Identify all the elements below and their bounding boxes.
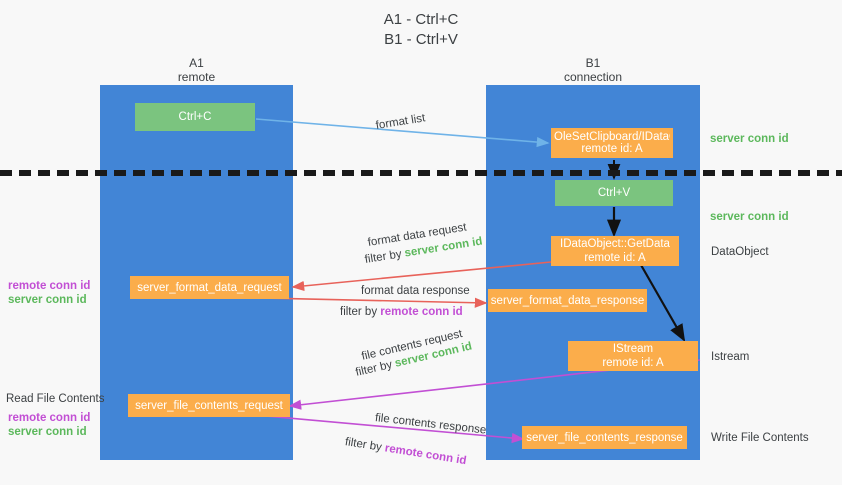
node-server-format-data-response[interactable]: server_format_data_response [488, 289, 647, 312]
node-server-file-contents-request-label: server_file_contents_request [135, 399, 283, 412]
left-label-read-file-contents: Read File Contents [6, 393, 105, 405]
left-label-group-2: remote conn id server conn id [8, 411, 90, 439]
filter-by-label-4: filter by [344, 436, 383, 454]
left-label-group-1: remote conn id server conn id [8, 279, 90, 307]
node-idataobject[interactable]: OleSetClipboard/IDataObject remote id: A [551, 128, 673, 158]
node-server-file-contents-request[interactable]: server_file_contents_request [128, 394, 290, 417]
node-istream-sub: remote id: A [602, 357, 664, 369]
title-line-1: A1 - Ctrl+C [383, 11, 459, 28]
annotation-format-data-response: format data response [361, 285, 470, 297]
right-label-dataobject: DataObject [711, 246, 769, 258]
node-idataobject-sub: remote id: A [581, 143, 643, 155]
node-istream[interactable]: IStream remote id: A [568, 341, 698, 371]
node-getdata-sub: remote id: A [584, 252, 646, 264]
right-label-write-file-contents: Write File Contents [711, 432, 809, 444]
remote-conn-id-2: remote conn id [383, 442, 468, 468]
left-server-conn-id-1: server conn id [8, 294, 87, 306]
lane-a1-name: A1 [189, 56, 204, 70]
node-server-file-contents-response-label: server_file_contents_response [526, 431, 683, 444]
lane-header-b1: B1 connection [486, 56, 700, 84]
page-title: A1 - Ctrl+C B1 - Ctrl+V [0, 10, 842, 50]
right-label-server-conn-id-2: server conn id [710, 211, 789, 223]
node-server-file-contents-response[interactable]: server_file_contents_response [522, 426, 687, 449]
left-remote-conn-id-2: remote conn id [8, 412, 91, 424]
filter-by-label-2: filter by [340, 306, 378, 318]
lane-a1-sub: remote [177, 70, 216, 84]
right-label-server-conn-id-1: server conn id [710, 133, 789, 145]
annotation-format-data-response-filter: filter by remote conn id [340, 305, 463, 320]
node-server-format-data-response-label: server_format_data_response [490, 294, 645, 307]
right-label-istream: Istream [711, 351, 750, 363]
remote-conn-id-1: remote conn id [380, 306, 463, 318]
lane-header-a1: A1 remote [100, 56, 293, 84]
annotation-format-list: format list [374, 112, 427, 132]
node-ctrl-v[interactable]: Ctrl+V [555, 180, 673, 206]
annotation-file-contents-response-filter: filter by remote conn id [344, 435, 468, 469]
node-getdata-label: IDataObject::GetData [560, 238, 670, 250]
left-remote-conn-id-1: remote conn id [8, 280, 91, 292]
lane-b1-name: B1 [585, 56, 601, 70]
lane-b1-sub: connection [563, 70, 623, 84]
node-server-format-data-request-label: server_format_data_request [137, 281, 282, 294]
left-server-conn-id-2: server conn id [8, 426, 87, 438]
filter-by-label-1: filter by [363, 248, 403, 266]
node-istream-label: IStream [612, 343, 654, 355]
node-ctrl-c[interactable]: Ctrl+C [135, 103, 255, 131]
node-server-format-data-request[interactable]: server_format_data_request [130, 276, 289, 299]
node-ctrl-c-label: Ctrl+C [178, 111, 212, 123]
node-ctrl-v-label: Ctrl+V [597, 187, 631, 199]
node-idataobject-label: OleSetClipboard/IDataObject [554, 131, 670, 142]
title-line-2: B1 - Ctrl+V [384, 31, 458, 48]
filter-by-label-3: filter by [354, 358, 394, 379]
divider-dashed-line [0, 170, 842, 176]
annotation-file-contents-response: file contents response [374, 412, 487, 437]
node-getdata[interactable]: IDataObject::GetData remote id: A [551, 236, 679, 266]
